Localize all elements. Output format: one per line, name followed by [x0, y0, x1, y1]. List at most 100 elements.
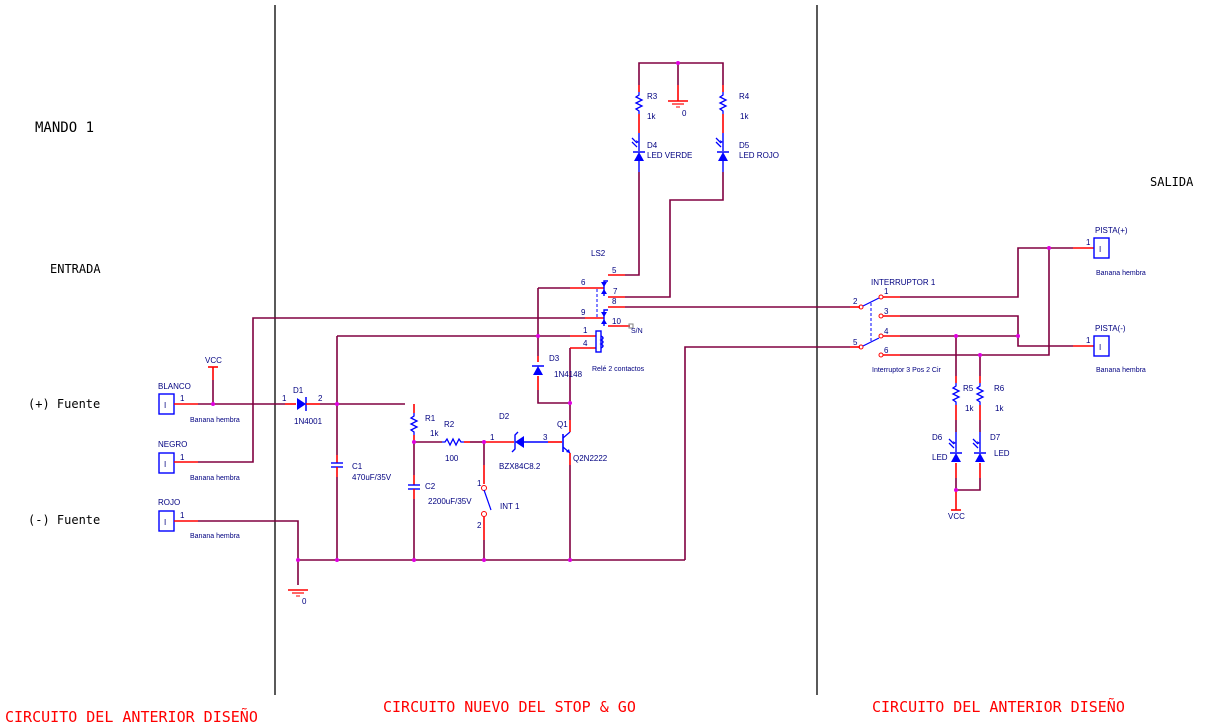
fuente-neg-label: (-) Fuente: [28, 513, 100, 527]
capacitor-c2: C2 2200uF/35V: [408, 442, 472, 560]
svg-text:Banana hembra: Banana hembra: [190, 417, 240, 424]
svg-text:D2: D2: [499, 412, 510, 421]
svg-text:1: 1: [884, 287, 889, 296]
svg-text:I: I: [1099, 245, 1101, 254]
svg-text:NEGRO: NEGRO: [158, 440, 187, 449]
svg-text:1: 1: [583, 326, 588, 335]
connector-blanco: I BLANCO 1 Banana hembra: [158, 382, 240, 424]
svg-text:6: 6: [581, 278, 586, 287]
svg-text:1: 1: [180, 511, 185, 520]
svg-text:PISTA(+): PISTA(+): [1095, 226, 1128, 235]
svg-text:1: 1: [477, 479, 482, 488]
led-d4: D4 LED VERDE: [631, 133, 692, 172]
svg-text:1k: 1k: [995, 404, 1004, 413]
svg-text:Interruptor 3 Pos 2 Cir: Interruptor 3 Pos 2 Cir: [872, 367, 942, 374]
svg-text:1: 1: [180, 394, 185, 403]
connector-negro: I NEGRO 1 Banana hembra: [158, 440, 240, 482]
connector-pista-neg: I PISTA(-) 1 Banana hembra: [1086, 324, 1146, 374]
transistor-q1: Q1 Q2N2222: [557, 348, 608, 560]
diode-d3: D3 1N4148: [531, 288, 583, 404]
switch-interruptor-1[interactable]: INTERRUPTOR 1 Interruptor 3 Pos 2 Cir 2 …: [853, 278, 942, 374]
svg-text:LS2: LS2: [591, 249, 606, 258]
switch-int1[interactable]: INT 1 1 2: [477, 442, 520, 560]
svg-text:1k: 1k: [740, 112, 749, 121]
svg-text:2200uF/35V: 2200uF/35V: [428, 497, 472, 506]
gnd-label: 0: [302, 597, 307, 606]
svg-text:2: 2: [477, 521, 482, 530]
section-right-label: CIRCUITO DEL ANTERIOR DISEÑO: [872, 697, 1125, 716]
connector-rojo: I ROJO 1 Banana hembra: [158, 498, 240, 540]
svg-text:8: 8: [612, 297, 617, 306]
svg-text:D3: D3: [549, 354, 560, 363]
svg-text:10: 10: [612, 317, 621, 326]
resistor-r6: R6 1k: [976, 382, 1005, 413]
resistor-r1: R1 1k: [410, 404, 439, 442]
svg-text:1N4001: 1N4001: [294, 417, 323, 426]
svg-text:1k: 1k: [430, 429, 439, 438]
resistor-r2: R2 100: [414, 420, 484, 463]
resistor-r4: R4 1k: [719, 85, 750, 133]
svg-text:1: 1: [180, 453, 185, 462]
svg-text:I: I: [164, 518, 166, 527]
svg-text:4: 4: [583, 339, 588, 348]
ground-icon: [667, 100, 689, 108]
svg-text:INTERRUPTOR 1: INTERRUPTOR 1: [871, 278, 936, 287]
svg-text:S/N: S/N: [631, 328, 643, 335]
svg-text:1: 1: [1086, 336, 1091, 345]
svg-text:LED: LED: [932, 453, 948, 462]
svg-text:INT 1: INT 1: [500, 502, 520, 511]
ground-icon: [287, 589, 309, 597]
svg-text:I: I: [164, 401, 166, 410]
svg-text:BZX84C8.2: BZX84C8.2: [499, 462, 541, 471]
fuente-pos-label: (+) Fuente: [28, 397, 100, 411]
wires-relay-out: [625, 62, 860, 308]
resistor-r3: R3 1k: [635, 85, 658, 133]
svg-text:Banana hembra: Banana hembra: [1096, 270, 1146, 277]
svg-text:Banana hembra: Banana hembra: [190, 475, 240, 482]
svg-text:100: 100: [445, 454, 459, 463]
svg-text:2: 2: [318, 394, 323, 403]
svg-text:2: 2: [853, 297, 858, 306]
svg-text:C2: C2: [425, 482, 436, 491]
svg-text:4: 4: [884, 327, 889, 336]
led-d6: D6 LED: [932, 432, 962, 462]
svg-text:1k: 1k: [647, 112, 656, 121]
led-d5: D5 LED ROJO: [715, 133, 779, 172]
svg-text:9: 9: [581, 308, 586, 317]
svg-text:LED ROJO: LED ROJO: [739, 151, 779, 160]
diode-d1: D1 1N4001 1 2: [282, 386, 405, 426]
svg-text:1: 1: [282, 394, 287, 403]
svg-text:ROJO: ROJO: [158, 498, 180, 507]
resistor-r5: R5 1k: [952, 382, 974, 413]
svg-text:Banana hembra: Banana hembra: [1096, 367, 1146, 374]
svg-text:Banana hembra: Banana hembra: [190, 533, 240, 540]
svg-text:Q2N2222: Q2N2222: [573, 454, 608, 463]
junctions: [211, 61, 1051, 562]
section-left-label: CIRCUITO DEL ANTERIOR DISEÑO: [5, 707, 258, 726]
svg-text:D5: D5: [739, 141, 750, 150]
vcc-label: VCC: [205, 356, 222, 365]
svg-text:5: 5: [612, 266, 617, 275]
svg-text:D6: D6: [932, 433, 943, 442]
svg-text:PISTA(-): PISTA(-): [1095, 324, 1126, 333]
svg-text:6: 6: [884, 346, 889, 355]
section-mid-label: CIRCUITO NUEVO DEL STOP & GO: [383, 698, 636, 716]
svg-text:5: 5: [853, 338, 858, 347]
svg-text:7: 7: [613, 287, 618, 296]
gnd-label-top: 0: [682, 109, 687, 118]
svg-text:R4: R4: [739, 92, 750, 101]
svg-text:1N4148: 1N4148: [554, 370, 583, 379]
capacitor-c1: C1 470uF/35V: [331, 336, 392, 560]
zener-d2: D2 BZX84C8.2 1 3: [484, 412, 562, 471]
svg-text:I: I: [1099, 343, 1101, 352]
title: MANDO 1: [35, 120, 94, 136]
led-d7: D7 LED: [972, 432, 1010, 462]
svg-text:D1: D1: [293, 386, 304, 395]
wires-output: [883, 247, 1094, 511]
svg-text:3: 3: [884, 307, 889, 316]
svg-text:D4: D4: [647, 141, 658, 150]
svg-text:R2: R2: [444, 420, 455, 429]
vcc-label-right: VCC: [948, 512, 965, 521]
svg-text:I: I: [164, 460, 166, 469]
